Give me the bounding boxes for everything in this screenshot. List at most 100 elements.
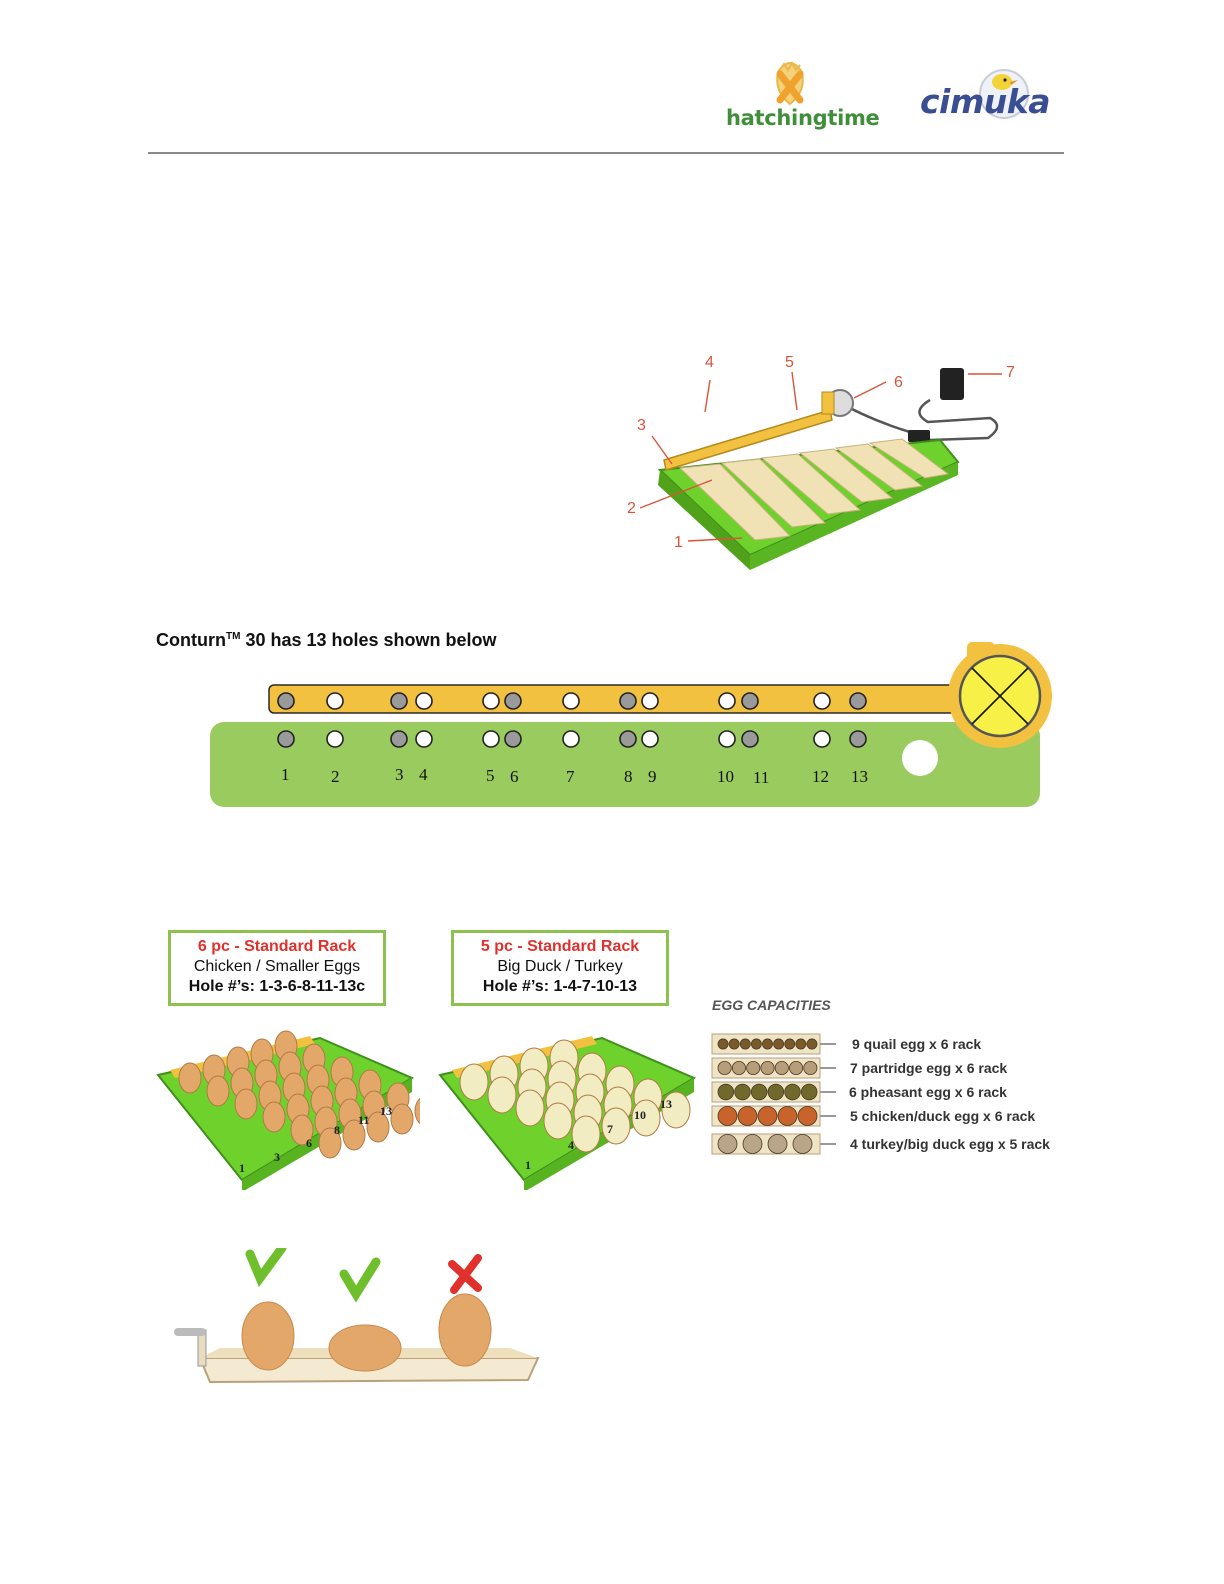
rack5-hole-13: 13 (660, 1097, 672, 1111)
hole-number-10: 10 (717, 767, 734, 786)
hole-number-11: 11 (753, 768, 770, 787)
capacity-label-quail: 9 quail egg x 6 rack (852, 1036, 982, 1052)
rack-5pc-eggs (459, 1039, 691, 1153)
egg (571, 1115, 601, 1153)
capacity-egg (739, 1038, 751, 1050)
egg-orientation-illustration (174, 1248, 540, 1384)
egg (487, 1076, 517, 1114)
rack-subtitle: Big Duck / Turkey (497, 958, 623, 975)
egg (290, 1114, 314, 1146)
conturn-heading-text: 30 has 13 holes shown below (240, 630, 497, 650)
rack-title: 5 pc - Standard Rack (480, 938, 640, 955)
capacity-egg (767, 1083, 785, 1101)
cimuka-logo: cimuka (916, 64, 1060, 126)
callout-1: 1 (674, 534, 683, 551)
capacity-egg (717, 1060, 732, 1076)
callout-4: 4 (705, 354, 714, 371)
hole-12 (813, 730, 831, 748)
hole-13 (849, 692, 867, 710)
cross-icon (448, 1254, 482, 1294)
hole-6 (504, 730, 522, 748)
rack5-hole-7: 7 (607, 1122, 613, 1136)
rack-subtitle: Chicken / Smaller Eggs (193, 958, 361, 975)
egg (366, 1111, 390, 1143)
trademark-sup: TM (225, 631, 241, 642)
egg (601, 1107, 631, 1145)
hole-12 (813, 692, 831, 710)
hatchingtime-wordmark: hatchingtime (726, 106, 880, 130)
egg (178, 1062, 202, 1094)
rack-hole-list: Hole #’s: 1-4-7-10-13 (482, 978, 638, 995)
capacity-egg (803, 1060, 818, 1076)
hole-6 (504, 692, 522, 710)
hole-number-9: 9 (648, 767, 657, 786)
callout-3: 3 (637, 417, 646, 434)
rack-info-6pc: 6 pc - Standard Rack Chicken / Smaller E… (168, 930, 386, 1006)
hole-4 (415, 692, 433, 710)
hatchingtime-logo: hatchingtime (718, 52, 880, 136)
rack6-hole-3: 3 (274, 1150, 280, 1164)
capacity-egg (806, 1038, 818, 1050)
hole-7 (562, 692, 580, 710)
panel-holes (277, 730, 867, 748)
hole-number-12: 12 (812, 767, 829, 786)
egg (543, 1102, 573, 1140)
callout-2: 2 (627, 500, 636, 517)
hole-10 (718, 692, 736, 710)
bar-holes (277, 692, 867, 710)
egg (342, 1119, 366, 1151)
capacity-egg (792, 1134, 813, 1154)
cimuka-wordmark: cimuka (920, 82, 1050, 121)
rack-6pc-eggs (178, 1030, 420, 1159)
rack-hole-list: Hole #’s: 1-3-6-8-11-13c (188, 978, 366, 995)
egg-capacity-racks (711, 1033, 836, 1155)
hole-11 (741, 730, 759, 748)
egg (459, 1063, 489, 1101)
egg (661, 1091, 691, 1129)
capacity-egg (728, 1038, 740, 1050)
rack-info-5pc: 5 pc - Standard Rack Big Duck / Turkey H… (451, 930, 669, 1006)
hole-5 (482, 730, 500, 748)
conturn-name: Conturn (156, 630, 226, 650)
rack-title: 6 pc - Standard Rack (197, 938, 357, 955)
rack6-hole-11: 11 (358, 1113, 370, 1127)
egg (390, 1103, 414, 1135)
capacity-egg (742, 1134, 763, 1154)
capacity-egg (800, 1083, 818, 1101)
callout-6: 6 (894, 374, 903, 391)
hole-number-6: 6 (510, 767, 519, 786)
capacity-egg (717, 1134, 738, 1154)
capacity-label-pheasant: 6 pheasant egg x 6 rack (849, 1084, 1007, 1100)
capacity-egg (750, 1038, 762, 1050)
hole-number-8: 8 (624, 767, 633, 786)
capacity-egg (760, 1060, 775, 1076)
hole-11 (741, 692, 759, 710)
capacity-egg (737, 1106, 758, 1126)
conturn-holes-heading: ConturnTM 30 has 13 holes shown below (156, 630, 497, 651)
hole-4 (415, 730, 433, 748)
hole-8 (619, 692, 637, 710)
rack-5pc-illustration (438, 1036, 697, 1190)
capacity-egg (795, 1038, 807, 1050)
hole-9 (641, 692, 659, 710)
capacity-egg (757, 1106, 778, 1126)
egg-capacities-title: EGG CAPACITIES (712, 997, 831, 1013)
hole-8 (619, 730, 637, 748)
capacity-egg (717, 1106, 738, 1126)
capacity-label-chicken-duck: 5 chicken/duck egg x 6 rack (850, 1108, 1036, 1124)
capacity-egg (773, 1038, 785, 1050)
hole-number-3: 3 (395, 765, 404, 784)
rack5-hole-1: 1 (525, 1158, 531, 1172)
egg-turner-diagram: 1 2 3 4 5 6 7 (627, 354, 1015, 570)
capacity-egg (774, 1060, 789, 1076)
egg (262, 1101, 286, 1133)
capacity-egg (731, 1060, 746, 1076)
hole-9 (641, 730, 659, 748)
capacity-egg (789, 1060, 804, 1076)
callout-7: 7 (1006, 364, 1015, 381)
egg (631, 1099, 661, 1137)
hole-5 (482, 692, 500, 710)
hole-3 (390, 730, 408, 748)
hole-number-5: 5 (486, 766, 495, 785)
